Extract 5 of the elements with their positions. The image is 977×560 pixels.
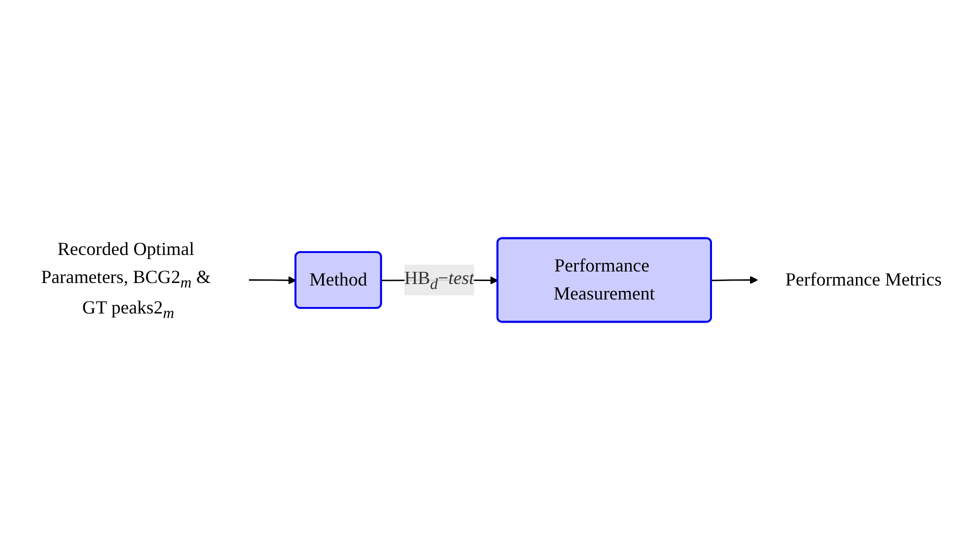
arrow: [712, 276, 758, 284]
arrow: [248, 276, 296, 284]
node-text: Recorded Optimal Parameters, BCG2$_{m}$ & GT peaks2$_{m}$: [41, 239, 211, 322]
node-text: Performance Metrics: [785, 270, 942, 290]
edge-label: HB$_{d}$−test: [404, 268, 474, 293]
